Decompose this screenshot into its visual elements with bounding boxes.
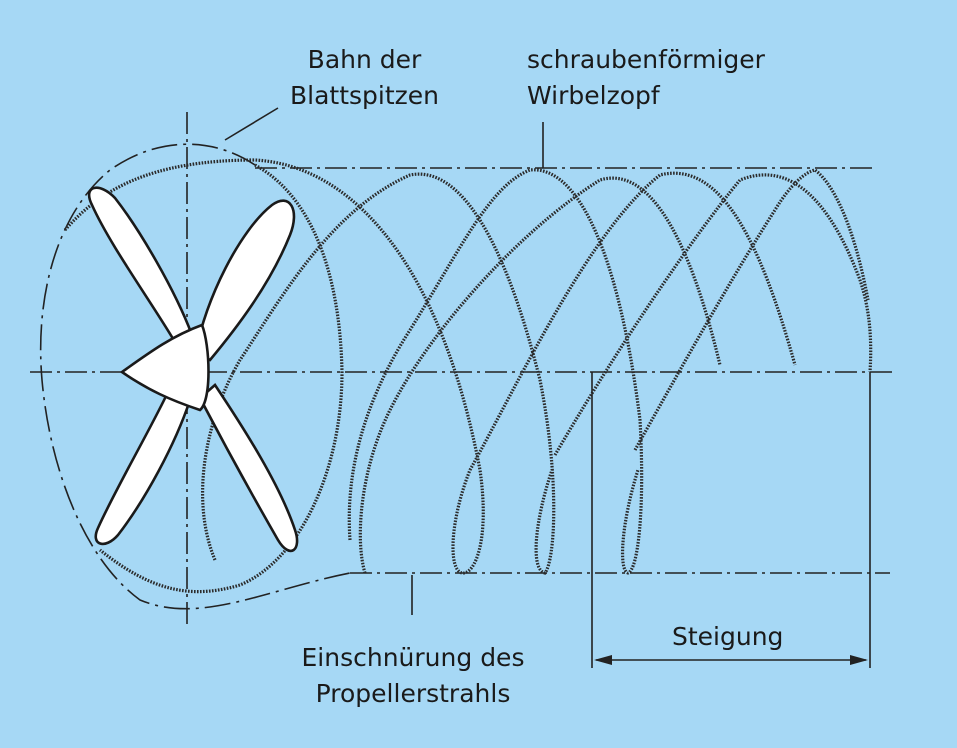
contraction-label-line-1: Einschnürung des	[301, 643, 525, 672]
helical-vortex-label: schraubenförmiger Wirbelzopf	[527, 42, 765, 114]
pitch-label: Steigung	[672, 622, 784, 651]
helical-vortex-label-line-2: Wirbelzopf	[527, 81, 660, 110]
tip-path-label: Bahn der Blattspitzen	[282, 42, 447, 114]
disc-edge-vortex	[99, 163, 344, 594]
blade-tip-path	[39, 143, 351, 610]
propeller	[87, 186, 299, 553]
propeller-blade-lower-left	[94, 390, 192, 546]
tip-path-leader	[224, 107, 279, 141]
helical-vortex-label-line-1: schraubenförmiger	[527, 45, 765, 74]
propeller-blade-lower-right	[198, 383, 299, 553]
propeller-hub	[119, 323, 210, 412]
tip-path-label-line-1: Bahn der	[307, 45, 422, 74]
propeller-blade-upper-right	[194, 199, 296, 362]
propeller-blade-upper-left	[87, 186, 194, 344]
contraction-label-line-2: Propellerstrahls	[315, 679, 511, 708]
pitch-arrow-right	[850, 655, 868, 665]
contraction-label: Einschnürung des Propellerstrahls	[288, 640, 538, 712]
helical-vortex-strands	[63, 158, 873, 575]
pitch-arrow-left	[594, 655, 612, 665]
tip-path-label-line-2: Blattspitzen	[289, 81, 439, 110]
